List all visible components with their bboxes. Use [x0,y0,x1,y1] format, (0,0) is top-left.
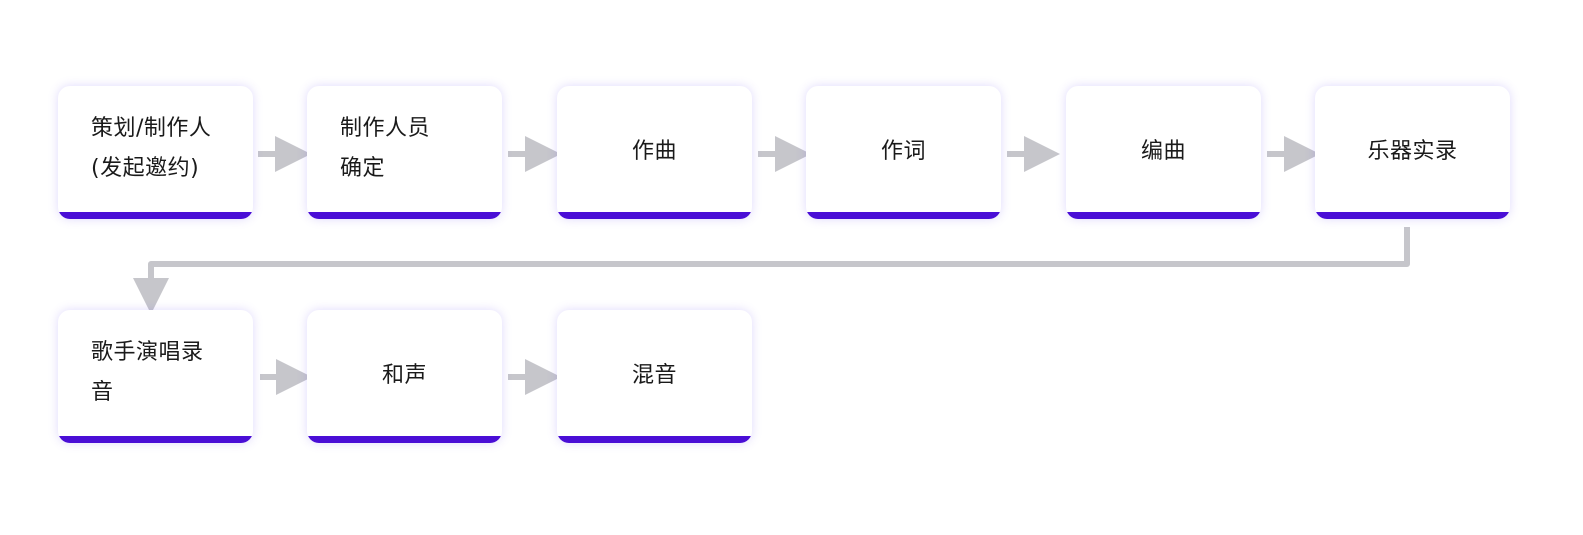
step-mixing: 混音 [557,310,752,443]
step-accent-bar [557,436,752,443]
step-planning-producer: 策划/制作人 (发起邀约) [58,86,253,219]
step-accent-bar [58,436,253,443]
step-accent-bar [1315,212,1510,219]
step-accent-bar [806,212,1001,219]
step-label: 歌手演唱录 音 [91,340,204,405]
step-accent-bar [58,212,253,219]
step-label: 编曲 [1140,139,1186,164]
step-lyrics: 作词 [806,86,1001,219]
step-label: 制作人员 确定 [340,116,431,181]
step-accent-bar [1066,212,1261,219]
step-accent-bar [307,436,502,443]
step-vocal-recording: 歌手演唱录 音 [58,310,253,443]
step-composition: 作曲 [557,86,752,219]
step-label: 乐器实录 [1367,139,1458,164]
step-accent-bar [307,212,502,219]
step-harmony: 和声 [307,310,502,443]
step-label: 混音 [631,363,677,388]
step-label: 策划/制作人 (发起邀约) [91,116,212,181]
step-staff-confirmed: 制作人员 确定 [307,86,502,219]
step-label: 作曲 [631,139,677,164]
step-accent-bar [557,212,752,219]
arrow-6-7 [133,227,1410,314]
step-label: 和声 [381,363,427,388]
step-arrangement: 编曲 [1066,86,1261,219]
step-instrument-recording: 乐器实录 [1315,86,1510,219]
step-label: 作词 [880,139,926,164]
